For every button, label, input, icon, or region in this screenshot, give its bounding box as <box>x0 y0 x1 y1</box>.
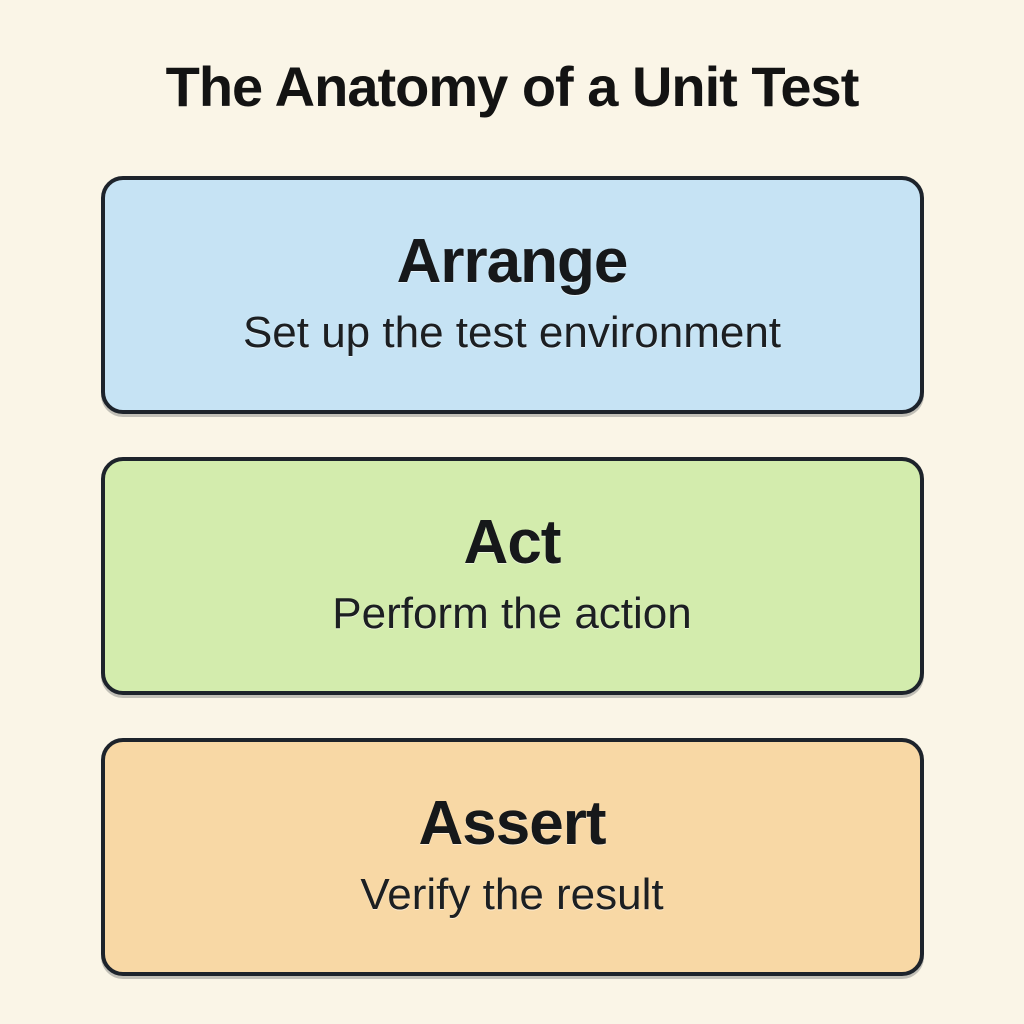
page-title: The Anatomy of a Unit Test <box>165 55 860 118</box>
step-card-assert: Assert Verify the result <box>100 737 924 976</box>
steps-container: Arrange Set up the test environment Act … <box>100 175 924 976</box>
step-description-arrange: Set up the test environment <box>242 308 782 358</box>
step-description-act: Perform the action <box>332 589 692 639</box>
step-label-act: Act <box>463 508 562 578</box>
step-card-act: Act Perform the action <box>100 456 924 695</box>
step-label-assert: Assert <box>418 789 607 859</box>
step-card-arrange: Arrange Set up the test environment <box>100 175 924 414</box>
step-description-assert: Verify the result <box>360 870 664 920</box>
step-label-arrange: Arrange <box>396 227 629 297</box>
